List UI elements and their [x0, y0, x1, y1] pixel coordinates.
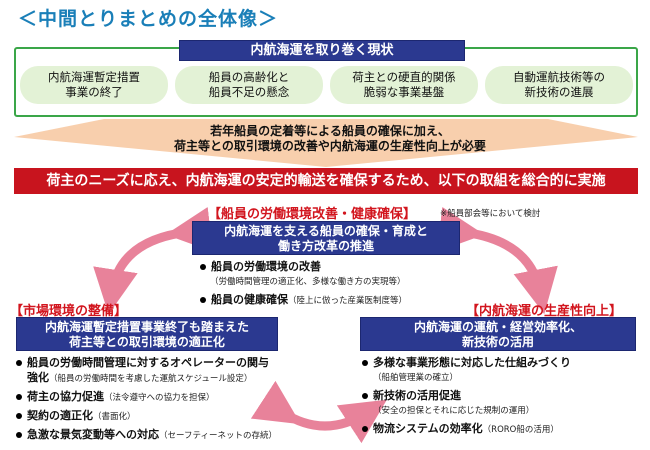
left-box-line-1: 内航海運暫定措置事業終了も踏まえた: [44, 320, 249, 334]
bullet-main: 強化: [27, 371, 49, 384]
bullet-detail: （船舶管理業の確立）: [373, 373, 459, 383]
situation-pill-1-line1: 内航海運暫定措置: [48, 70, 140, 84]
list-item: 物流システムの効率化（RORO船の活用）: [362, 422, 642, 437]
situation-pill-2-line1: 船員の高齢化と: [208, 70, 290, 84]
top-section-note: ※船員部会等において検討: [440, 209, 541, 219]
left-section-box: 内航海運暫定措置事業終了も踏まえた 荷主等との取引環境の適正化: [16, 317, 278, 351]
list-item: 船員の健康確保（陸上に倣った産業医制度等）: [200, 293, 407, 308]
left-box-line-2: 荷主等との取引環境の適正化: [69, 335, 225, 349]
list-item: 契約の適正化（書面化）: [16, 409, 316, 424]
necessity-arrow-shape: [14, 119, 638, 167]
bullet-detail: （セーフティーネットの存続）: [159, 431, 277, 441]
list-item: 急激な景気変動等への対応（セーフティーネットの存続）: [16, 428, 316, 443]
page-title: ＜中間とりまとめの全体像＞: [18, 8, 279, 30]
top-section-label: 【船員の労働環境改善・健康確保】: [208, 207, 417, 222]
bullet-main: 急激な景気変動等への対応: [27, 428, 159, 441]
situation-pill-2-line2: 船員不足の懸念: [208, 85, 290, 99]
implementation-banner: 荷主のニーズに応え、内航海運の安定的輸送を確保するため、以下の取組を総合的に実施: [14, 168, 638, 194]
necessity-line-2: 荷主等との取引環境の改善や内航海運の生産性向上が必要: [174, 139, 486, 153]
arrow-top-left: [93, 207, 213, 315]
bullet-line: 船員の労働時間管理に対するオペレーターの関与: [27, 356, 269, 369]
list-item: （船舶管理業の確立）: [362, 370, 642, 385]
list-item: 多様な事業形態に対応した仕組みづくり: [362, 356, 642, 370]
necessity-line-1: 若年船員の定着等による船員の確保に加え、: [210, 124, 450, 138]
right-box-line-1: 内航海運の運航・経営効率化、: [413, 320, 582, 334]
left-section-bullets: 船員の労働時間管理に対するオペレーターの関与 強化（船員の労働時間を考慮した運航…: [16, 356, 316, 443]
right-box-line-2: 新技術の活用: [461, 335, 534, 349]
situation-pill-3-line2: 脆弱な事業基盤: [363, 85, 445, 99]
bullet-detail: （船員の労働時間を考慮した運航スケジュール設定）: [49, 374, 253, 384]
right-section-bullets: 多様な事業形態に対応した仕組みづくり （船舶管理業の確立） 新技術の活用促進 （…: [362, 356, 642, 437]
list-item: 船員の労働環境の改善: [200, 260, 407, 274]
arrow-bottom: [250, 380, 387, 444]
situation-pill-4: 自動運航技術等の新技術の進展: [485, 66, 633, 104]
current-situation-heading: 内航海運を取り巻く現状: [179, 40, 465, 61]
list-item: 強化（船員の労働時間を考慮した運航スケジュール設定）: [16, 371, 316, 386]
situation-pill-3: 荷主との硬直的関係脆弱な事業基盤: [330, 66, 478, 104]
right-section-label: 【内航海運の生産性向上】: [466, 304, 623, 319]
bullet-detail: （陸上に倣った産業医制度等）: [288, 296, 408, 306]
bullet-main: 荷主の協力促進: [27, 390, 104, 403]
bullet-main: 船員の労働環境の改善: [211, 260, 321, 273]
arrow-top-right: [437, 207, 558, 315]
left-section-label: 【市場環境の整備】: [10, 304, 128, 319]
bullet-detail: （法令遵守への協力を担保）: [104, 393, 215, 403]
top-box-line-1: 内航海運を支える船員の確保・育成と: [224, 224, 428, 238]
bullet-main: 新技術の活用促進: [373, 389, 461, 402]
bullet-detail: （労働時間管理の適正化、多様な働き方の実現等）: [210, 277, 406, 287]
top-section-bullets: 船員の労働環境の改善 （労働時間管理の適正化、多様な働き方の実現等） 船員の健康…: [200, 260, 407, 308]
bullet-main: 契約の適正化: [27, 409, 93, 422]
bullet-detail: （安全の担保とそれに応じた規制の運用）: [373, 406, 535, 416]
situation-pill-3-line1: 荷主との硬直的関係: [352, 70, 456, 84]
situation-pill-4-line1: 自動運航技術等の: [513, 70, 605, 84]
list-item: 荷主の協力促進（法令遵守への協力を担保）: [16, 390, 316, 405]
list-item: 船員の労働時間管理に対するオペレーターの関与: [16, 356, 316, 370]
bullet-main: 物流システムの効率化: [373, 422, 483, 435]
situation-pill-4-line2: 新技術の進展: [524, 85, 594, 99]
top-box-line-2: 働き方改革の推進: [277, 239, 374, 253]
bullet-main: 船員の健康確保: [211, 293, 288, 306]
necessity-text: 若年船員の定着等による船員の確保に加え、 荷主等との取引環境の改善や内航海運の生…: [120, 124, 540, 154]
situation-pill-1-line2: 事業の終了: [65, 85, 123, 99]
situation-pill-1: 内航海運暫定措置事業の終了: [20, 66, 168, 104]
situation-pill-2: 船員の高齢化と船員不足の懸念: [175, 66, 323, 104]
bullet-detail: （RORO船の活用）: [482, 425, 559, 435]
bullet-detail: （書面化）: [93, 412, 136, 422]
list-item: （安全の担保とそれに応じた規制の運用）: [362, 403, 642, 418]
bullet-main: 多様な事業形態に対応した仕組みづくり: [373, 356, 571, 369]
list-item: 新技術の活用促進: [362, 389, 642, 403]
top-section-box: 内航海運を支える船員の確保・育成と 働き方改革の推進: [192, 221, 460, 255]
right-section-box: 内航海運の運航・経営効率化、 新技術の活用: [360, 317, 636, 351]
list-item: （労働時間管理の適正化、多様な働き方の実現等）: [200, 274, 407, 289]
